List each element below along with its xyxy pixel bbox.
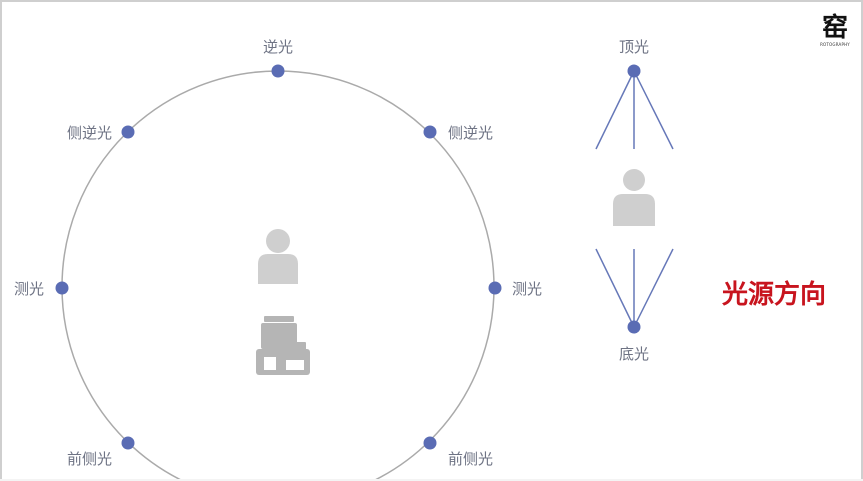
dot-side-back-right: [423, 125, 437, 139]
dot-side-back-left: [121, 125, 135, 139]
label-front-side-left: 前侧光: [67, 450, 112, 468]
label-side-left: 测光: [14, 280, 44, 298]
dot-side-left: [55, 281, 69, 295]
label-front-side-right: 前侧光: [448, 450, 493, 468]
logo-seal: 窑: [821, 13, 848, 43]
dot-backlight: [271, 64, 285, 78]
label-bottom: 底光: [619, 345, 649, 363]
dot-side-right: [488, 281, 502, 295]
person-icon: [613, 169, 655, 226]
dot-bottom: [627, 320, 641, 334]
label-side-back-left: 侧逆光: [67, 124, 112, 142]
diagram-title: 光源方向: [721, 279, 826, 310]
brand-logo: 窑 ROTOGRAPHY: [818, 14, 852, 54]
person-icon: [258, 229, 298, 284]
camera-icon: [256, 316, 310, 375]
dot-front-side-right: [423, 436, 437, 450]
dot-front-side-left: [121, 436, 135, 450]
label-backlight: 逆光: [263, 38, 293, 56]
bottom-light-rays: [595, 248, 674, 328]
label-top: 顶光: [619, 38, 649, 56]
top-light-rays: [595, 70, 674, 150]
dot-top: [627, 64, 641, 78]
logo-caption: ROTOGRAPHY: [820, 42, 850, 47]
label-side-back-right: 侧逆光: [448, 124, 493, 142]
label-side-right: 测光: [512, 280, 542, 298]
